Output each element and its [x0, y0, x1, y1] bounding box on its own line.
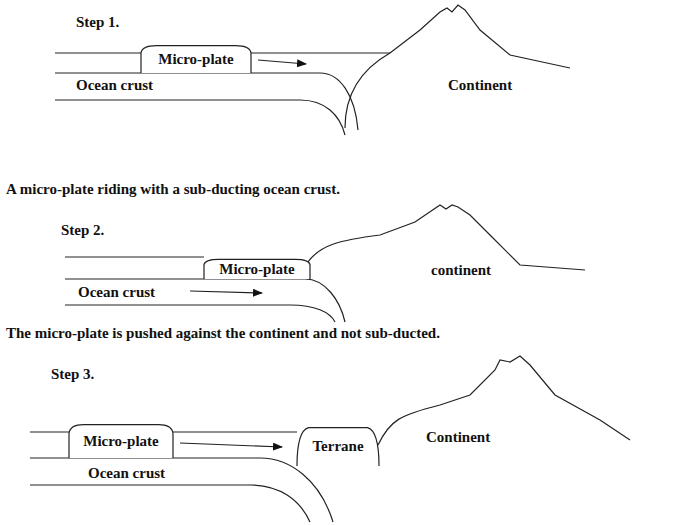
terrane-block: Terrane	[297, 426, 379, 466]
ocean-crust-bottom	[65, 305, 335, 322]
plate-label: Micro-plate	[219, 261, 295, 278]
ocean-crust-top	[30, 458, 333, 522]
micro-plate: Micro-plate	[69, 424, 173, 458]
continent-outline	[378, 356, 630, 445]
motion-arrow	[190, 291, 262, 293]
plate-label: Micro-plate	[83, 433, 159, 450]
step-caption: A micro-plate riding with a sub-ducting …	[5, 181, 341, 198]
layer-label: Ocean crust	[87, 465, 166, 482]
motion-arrow	[258, 60, 306, 64]
ocean-crust-bottom	[30, 485, 310, 522]
layer-label: Ocean crust	[75, 77, 154, 94]
continent-outline	[345, 5, 570, 128]
step-caption: The micro-plate is pushed against the co…	[5, 325, 441, 342]
continent-outline	[308, 205, 585, 270]
motion-arrow	[180, 443, 282, 447]
plate-label: Micro-plate	[158, 51, 234, 68]
plate-label: Terrane	[312, 438, 363, 455]
ocean-crust-bottom	[55, 100, 345, 135]
micro-plate: Micro-plate	[141, 45, 251, 73]
step-heading: Step 3.	[50, 366, 95, 383]
layer-label: Ocean crust	[77, 284, 156, 301]
step-heading: Step 1.	[75, 14, 120, 31]
step-heading: Step 2.	[60, 222, 105, 239]
micro-plate: Micro-plate	[204, 259, 310, 279]
landmass-label: continent	[430, 262, 492, 279]
landmass-label: Continent	[447, 77, 513, 94]
ocean-crust-top	[65, 279, 345, 322]
sea-surface	[65, 256, 204, 257]
landmass-label: Continent	[425, 429, 491, 446]
